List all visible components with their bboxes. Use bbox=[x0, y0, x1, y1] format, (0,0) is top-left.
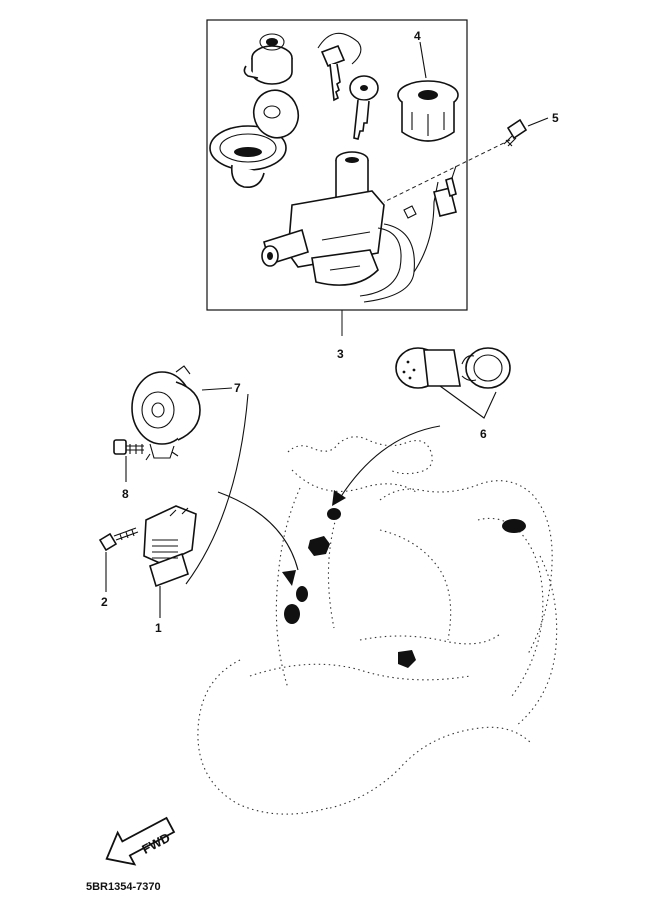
scooter-outline bbox=[197, 436, 558, 815]
callout-2: 2 bbox=[101, 595, 108, 609]
callout-3: 3 bbox=[337, 347, 344, 361]
arrowhead-right bbox=[332, 490, 346, 506]
leader-6 bbox=[439, 385, 497, 419]
cap-part-4 bbox=[397, 80, 459, 142]
bolt-part-2 bbox=[98, 527, 139, 552]
lock-cylinder-small bbox=[243, 33, 293, 85]
drawing-code: 5BR1354-7370 bbox=[86, 881, 161, 893]
wire-harness bbox=[359, 165, 457, 303]
leader-4 bbox=[419, 41, 427, 79]
horn-part-7 bbox=[131, 365, 201, 461]
bolt-part-8 bbox=[113, 439, 144, 455]
main-switch bbox=[261, 151, 385, 286]
mount-point-c bbox=[502, 519, 526, 533]
screw-5-axis bbox=[383, 139, 511, 203]
seat-lock bbox=[209, 89, 300, 189]
mount-point-a bbox=[327, 508, 341, 520]
mount-point-e bbox=[284, 604, 300, 624]
leader-5 bbox=[527, 117, 549, 127]
screw-part-5 bbox=[503, 118, 528, 147]
guide-arrow-left bbox=[217, 491, 299, 571]
callout-4: 4 bbox=[414, 29, 421, 43]
callout-7: 7 bbox=[234, 381, 241, 395]
mount-point-f bbox=[398, 650, 416, 668]
grommet-part-6 bbox=[395, 347, 511, 389]
callout-1: 1 bbox=[155, 621, 162, 635]
callout-8: 8 bbox=[122, 487, 129, 501]
mount-point-d bbox=[296, 586, 308, 602]
kit-box bbox=[206, 19, 468, 311]
callout-6: 6 bbox=[480, 427, 487, 441]
relay-part-1 bbox=[143, 505, 197, 588]
callout-5: 5 bbox=[552, 111, 559, 125]
leader-7 bbox=[201, 387, 233, 391]
guide-arrow-right bbox=[339, 425, 441, 499]
fwd-arrow bbox=[105, 816, 176, 866]
mount-point-b bbox=[308, 536, 330, 556]
guide-curve-left bbox=[185, 393, 249, 585]
arrowhead-left bbox=[282, 570, 296, 586]
keys bbox=[317, 32, 379, 140]
